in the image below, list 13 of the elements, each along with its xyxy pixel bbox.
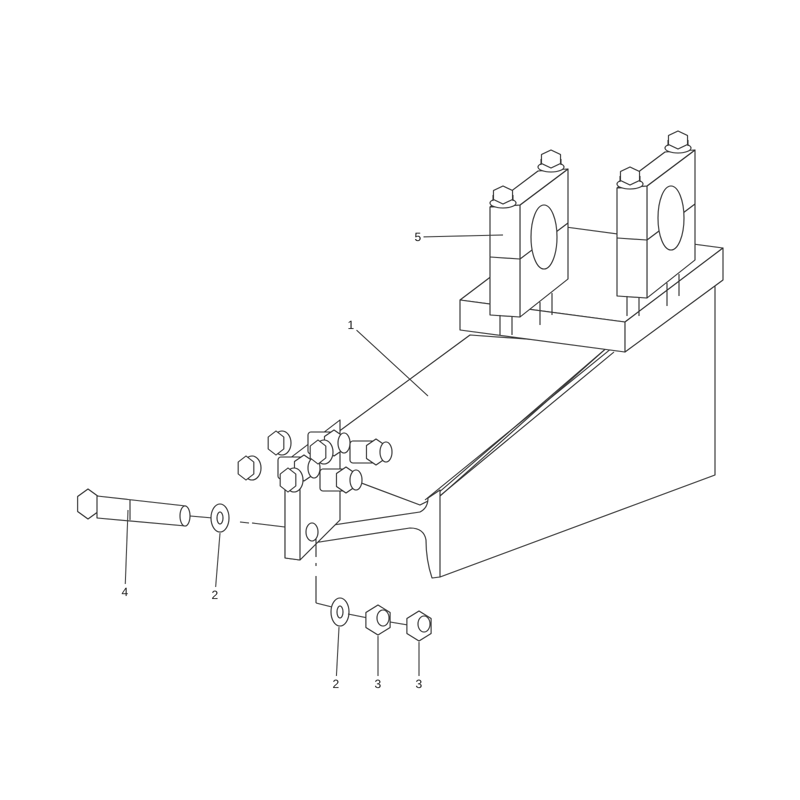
callout-number: 2 xyxy=(332,677,340,691)
leader-line xyxy=(215,532,220,588)
leader-line xyxy=(336,626,340,676)
leader-line xyxy=(124,510,128,584)
callout-number: 5 xyxy=(414,230,422,244)
leader-line xyxy=(418,642,420,676)
callout-number: 3 xyxy=(374,677,382,691)
callout-number: 4 xyxy=(120,585,130,599)
callout-number: 1 xyxy=(346,318,356,332)
leader-line xyxy=(423,234,504,238)
callout-number: 2 xyxy=(210,588,220,602)
leader-line xyxy=(356,330,428,396)
callout-number: 3 xyxy=(414,677,424,691)
